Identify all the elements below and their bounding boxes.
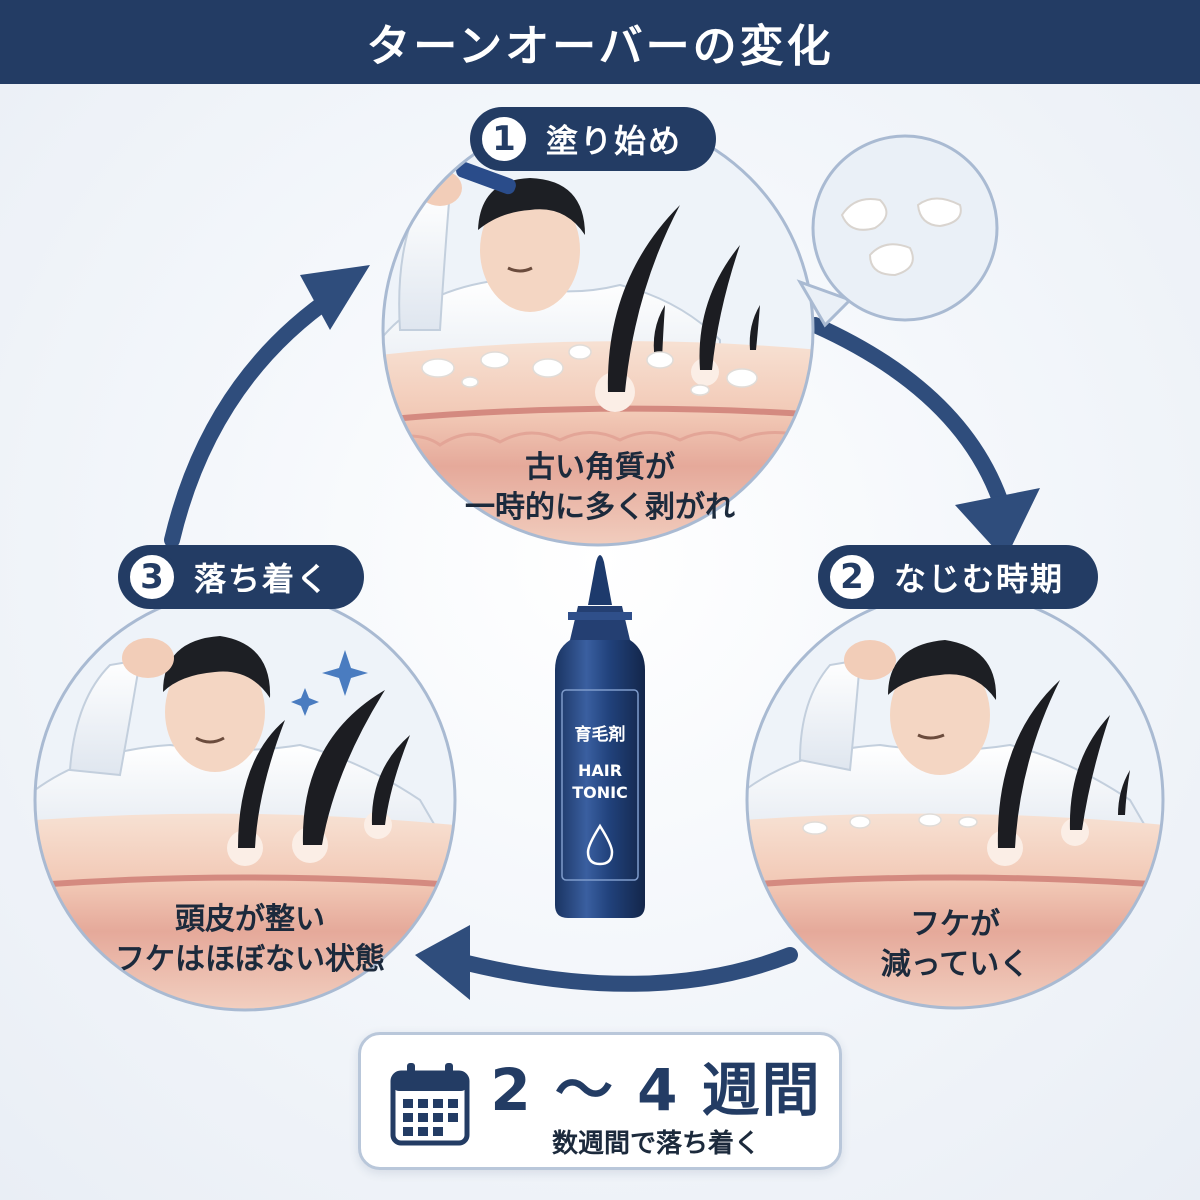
period-note: 数週間で落ち着く: [551, 1129, 760, 1159]
stage-3-caption-line-1: 頭皮が整い: [175, 902, 325, 937]
bottle-name: 育毛剤: [575, 724, 626, 745]
stage-1-label: 1 塗り始め: [470, 107, 717, 171]
stage-3-number: 3: [126, 551, 178, 603]
water-drop-icon: [586, 823, 614, 866]
title-bar: ターンオーバーの変化: [0, 0, 1200, 84]
arrow-head-bottom: [415, 925, 470, 1000]
period-value: 2 ～ 4 週間: [490, 1056, 822, 1124]
dandruff-zoom-bubble: [796, 134, 999, 328]
stage-1-caption-line-2: 一時的に多く剥がれ: [465, 490, 735, 525]
stage-3-label: 3 落ち着く: [118, 545, 365, 609]
stage-3-caption: 頭皮が整い フケはほぼない状態: [90, 900, 410, 980]
stage-1-title: 塗り始め: [546, 122, 683, 160]
hair-tonic-bottle: 育毛剤 HAIR TONIC: [555, 555, 645, 918]
page-title: ターンオーバーの変化: [366, 21, 834, 72]
stage-2-caption-line-2: 減っていく: [880, 947, 1030, 982]
arrow-head-left: [300, 265, 370, 330]
bottle-line2: TONIC: [572, 783, 628, 802]
stage-2-label: 2 なじむ時期: [818, 545, 1099, 609]
stage-2-number: 2: [826, 551, 878, 603]
arrow-head-right: [955, 488, 1040, 560]
stage-3-illustration: [33, 588, 457, 1012]
stage-2-illustration: [745, 590, 1165, 1010]
calendar-icon: [390, 1063, 470, 1146]
stage-1-caption: 古い角質が 一時的に多く剥がれ: [440, 448, 760, 528]
cycle-arrow-icon: [164, 287, 1008, 992]
sparkle-icon: [291, 650, 368, 716]
stage-1-number: 1: [478, 113, 530, 165]
stage-3-title: 落ち着く: [194, 560, 331, 598]
bottle-line1: HAIR: [578, 761, 622, 780]
period-box: 2 ～ 4 週間 数週間で落ち着く: [358, 1032, 842, 1170]
stage-2-title: なじむ時期: [894, 560, 1065, 598]
stage-3-caption-line-2: フケはほぼない状態: [115, 942, 385, 977]
stage-2-caption: フケが 減っていく: [815, 905, 1095, 985]
stage-2-caption-line-1: フケが: [910, 907, 1000, 942]
stage-1-caption-line-1: 古い角質が: [525, 450, 675, 485]
stage-1-illustration: [381, 113, 815, 547]
